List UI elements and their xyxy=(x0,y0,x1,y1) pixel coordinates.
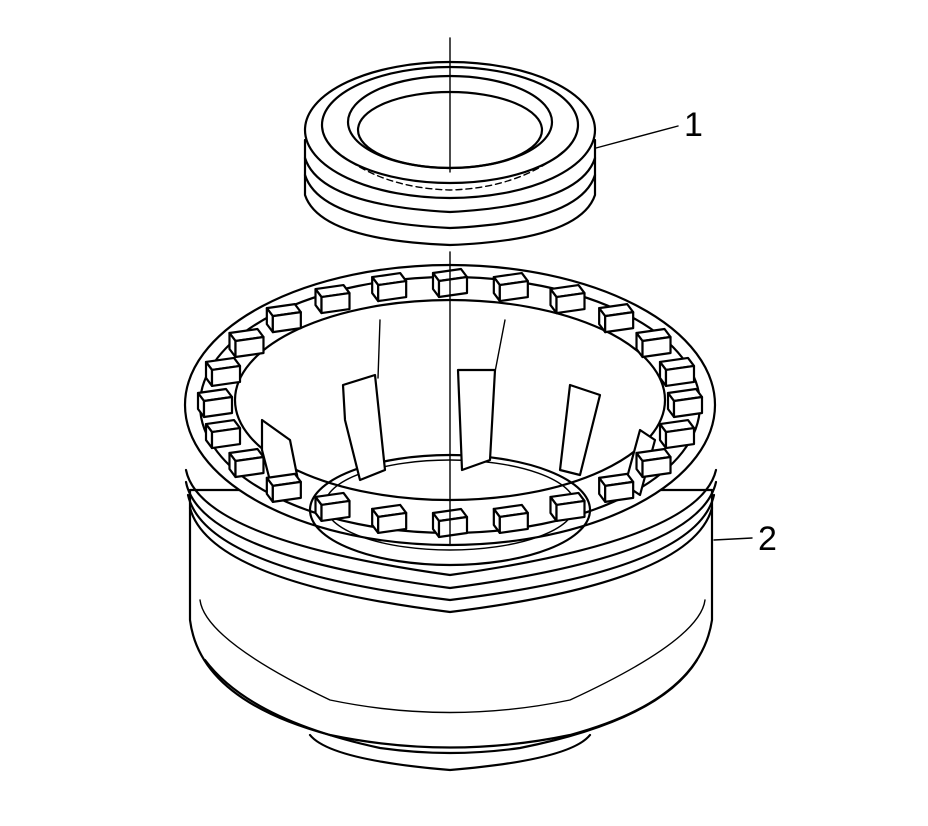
housing-tooth xyxy=(598,303,635,334)
housing-tooth xyxy=(635,447,672,479)
housing-tooth xyxy=(549,283,586,315)
housing-tooth xyxy=(314,491,351,523)
housing-tooth xyxy=(658,356,696,388)
callout-1-label: 1 xyxy=(684,106,703,144)
callout-2-leader xyxy=(713,537,753,541)
callout-1: 1 xyxy=(595,106,703,149)
housing-bottom-lip xyxy=(308,733,592,772)
housing-tooth xyxy=(492,503,529,535)
callout-2: 2 xyxy=(713,520,777,558)
housing-internal-ribs xyxy=(260,319,657,502)
housing-tooth xyxy=(431,507,469,539)
housing-tooth xyxy=(228,327,265,359)
callout-1-leader xyxy=(595,125,679,149)
housing-tooth xyxy=(314,283,351,315)
housing-groove-1 xyxy=(184,468,718,577)
housing-base-ring xyxy=(203,658,699,755)
housing-tooth xyxy=(196,387,234,419)
housing-tooth xyxy=(635,327,672,359)
housing-tooth xyxy=(371,271,408,303)
housing-tooth xyxy=(265,303,302,334)
housing-tooth xyxy=(371,503,408,535)
housing-tooth xyxy=(492,271,529,303)
housing-tooth xyxy=(204,356,242,388)
housing-tooth xyxy=(666,387,704,419)
housing-tooth xyxy=(549,491,586,523)
housing-tooth xyxy=(265,472,302,503)
housing-tooth xyxy=(598,472,635,503)
housing-teeth xyxy=(196,267,704,539)
housing-tooth xyxy=(228,447,265,479)
housing-tooth xyxy=(204,418,242,450)
callout-2-label: 2 xyxy=(758,520,777,558)
housing-tooth xyxy=(658,418,696,450)
